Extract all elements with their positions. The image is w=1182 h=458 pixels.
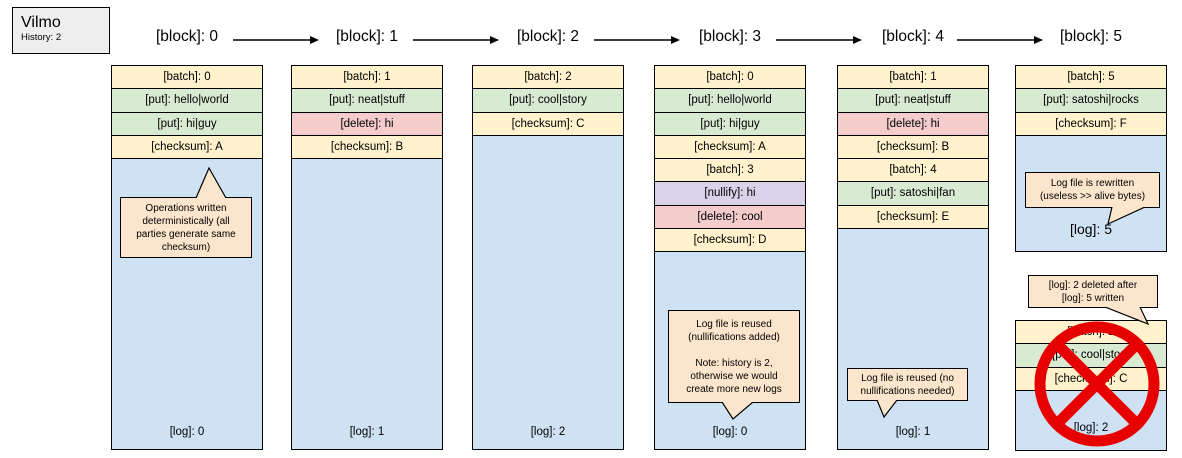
block-label-4: [block]: 4 bbox=[881, 28, 945, 45]
op-row-put: [put]: cool|story bbox=[473, 89, 623, 113]
op-row-batch: [batch]: 1 bbox=[838, 66, 988, 90]
callout-deleted-after: [log]: 2 deleted after [log]: 5 written bbox=[1028, 275, 1158, 308]
op-row-batch: [batch]: 2 bbox=[473, 66, 623, 90]
log-file-box: [log]: 1 bbox=[292, 159, 442, 449]
log-file-box: [log]: 1 bbox=[838, 228, 988, 449]
op-row-batch: [batch]: 1 bbox=[292, 66, 442, 90]
log-label: [log]: 0 bbox=[712, 426, 748, 438]
log-label: [log]: 0 bbox=[169, 426, 205, 438]
op-row-checksum: [checksum]: F bbox=[1016, 112, 1166, 136]
log-label: [log]: 5 bbox=[1069, 220, 1113, 237]
log-label: [log]: 1 bbox=[895, 425, 931, 438]
op-row-batch: [batch]: 3 bbox=[655, 159, 805, 183]
callout-tail bbox=[876, 400, 898, 419]
prohibition-icon bbox=[1034, 321, 1160, 447]
op-row-delete: [delete]: hi bbox=[838, 112, 988, 136]
block-column-1: [batch]: 1 [put]: neat|stuff [delete]: h… bbox=[291, 65, 443, 450]
log-file-box: [log]: 2 bbox=[473, 135, 623, 449]
flow-arrow-icon bbox=[233, 36, 319, 44]
op-row-batch: [batch]: 5 bbox=[1016, 66, 1166, 90]
block-label-1: [block]: 1 bbox=[335, 28, 399, 45]
block-column-5: [batch]: 5 [put]: satoshi|rocks [checksu… bbox=[1015, 65, 1167, 252]
block-label-2: [block]: 2 bbox=[516, 28, 580, 45]
op-row-nullify: [nullify]: hi bbox=[655, 182, 805, 206]
flow-arrow-icon bbox=[957, 36, 1043, 44]
op-row-batch: [batch]: 0 bbox=[655, 66, 805, 90]
op-row-batch: [batch]: 0 bbox=[112, 66, 262, 90]
callout-deterministic: Operations written deterministically (al… bbox=[120, 197, 252, 258]
op-row-checksum: [checksum]: D bbox=[655, 228, 805, 252]
block-label-5: [block]: 5 bbox=[1059, 28, 1123, 45]
system-info-box: Vilmo History: 2 bbox=[12, 7, 110, 54]
log-label: [log]: 2 bbox=[530, 425, 566, 438]
callout-reused-nullifications: Log file is reused (nullifications added… bbox=[668, 310, 800, 403]
op-row-checksum: [checksum]: A bbox=[655, 135, 805, 159]
block-column-3: [batch]: 0 [put]: hello|world [put]: hi|… bbox=[654, 65, 806, 450]
op-row-checksum: [checksum]: B bbox=[292, 135, 442, 159]
op-row-delete: [delete]: cool bbox=[655, 205, 805, 229]
block-label-0: [block]: 0 bbox=[155, 28, 219, 45]
flow-arrow-icon bbox=[776, 36, 862, 44]
system-title: Vilmo bbox=[21, 14, 61, 31]
flow-arrow-icon bbox=[413, 36, 499, 44]
log-label: [log]: 1 bbox=[349, 426, 385, 438]
callout-tail bbox=[195, 167, 227, 198]
op-row-checksum: [checksum]: B bbox=[838, 135, 988, 159]
op-row-delete: [delete]: hi bbox=[292, 112, 442, 136]
callout-tail bbox=[1107, 207, 1146, 226]
block-label-3: [block]: 3 bbox=[698, 28, 762, 45]
op-row-put: [put]: satoshi|fan bbox=[838, 182, 988, 206]
callout-reused-clean: Log file is reused (no nullifications ne… bbox=[847, 368, 968, 401]
op-row-put: [put]: neat|stuff bbox=[292, 89, 442, 113]
op-row-put: [put]: hello|world bbox=[112, 89, 262, 113]
op-row-put: [put]: neat|stuff bbox=[838, 89, 988, 113]
op-row-batch: [batch]: 4 bbox=[838, 159, 988, 183]
op-row-put: [put]: hi|guy bbox=[655, 112, 805, 136]
log-label: [log]: 2 bbox=[1073, 421, 1109, 434]
op-row-checksum: [checksum]: E bbox=[838, 205, 988, 229]
op-row-put: [put]: hi|guy bbox=[112, 112, 262, 136]
op-row-checksum: [checksum]: C bbox=[473, 112, 623, 136]
callout-rewritten: Log file is rewritten (useless >> alive … bbox=[1025, 172, 1160, 208]
history-setting: History: 2 bbox=[21, 32, 62, 44]
op-row-put: [put]: hello|world bbox=[655, 89, 805, 113]
op-row-checksum: [checksum]: A bbox=[112, 135, 262, 159]
callout-tail bbox=[1104, 307, 1150, 325]
op-row-put: [put]: satoshi|rocks bbox=[1016, 89, 1166, 113]
block-column-2: [batch]: 2 [put]: cool|story [checksum]:… bbox=[472, 65, 624, 450]
flow-arrow-icon bbox=[594, 36, 680, 44]
callout-tail bbox=[721, 402, 754, 420]
